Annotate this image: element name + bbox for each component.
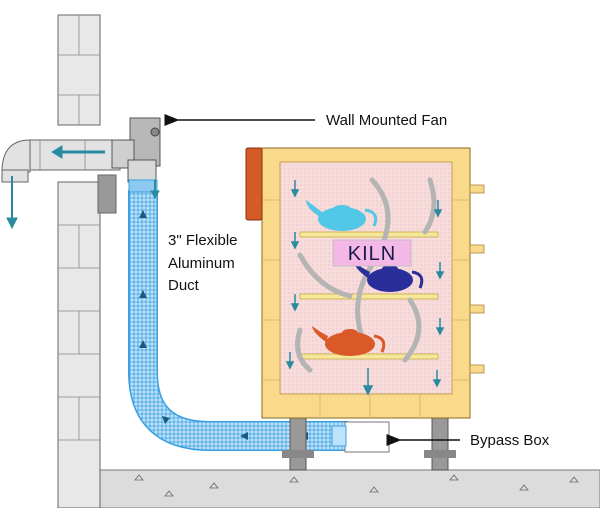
kiln-stand [282,415,456,471]
floor-slab [99,469,600,508]
kiln-airflow-arrows [285,180,445,396]
bypass-box-label: Bypass Box [470,432,550,449]
duct-label-line1: 3" Flexible [168,232,238,249]
kiln-label-text: KILN [348,243,396,265]
flexible-duct [128,179,348,451]
wall-mounted-fan [111,117,161,183]
bypass-box [331,421,390,453]
duct-label-line2: Aluminum [168,255,235,272]
kiln-label: KILN [332,239,412,267]
teapot-orange [312,326,386,356]
label-pointers [164,114,460,446]
kiln-airflow-swirls [295,177,437,373]
teapot-cyan [306,200,378,231]
wall [57,14,101,508]
exhaust-flow-arrows [6,145,160,230]
kiln-shelves [299,231,439,360]
fan-label: Wall Mounted Fan [326,112,447,129]
duct-label-line3: Duct [168,277,200,294]
exhaust-pipe [1,139,121,214]
